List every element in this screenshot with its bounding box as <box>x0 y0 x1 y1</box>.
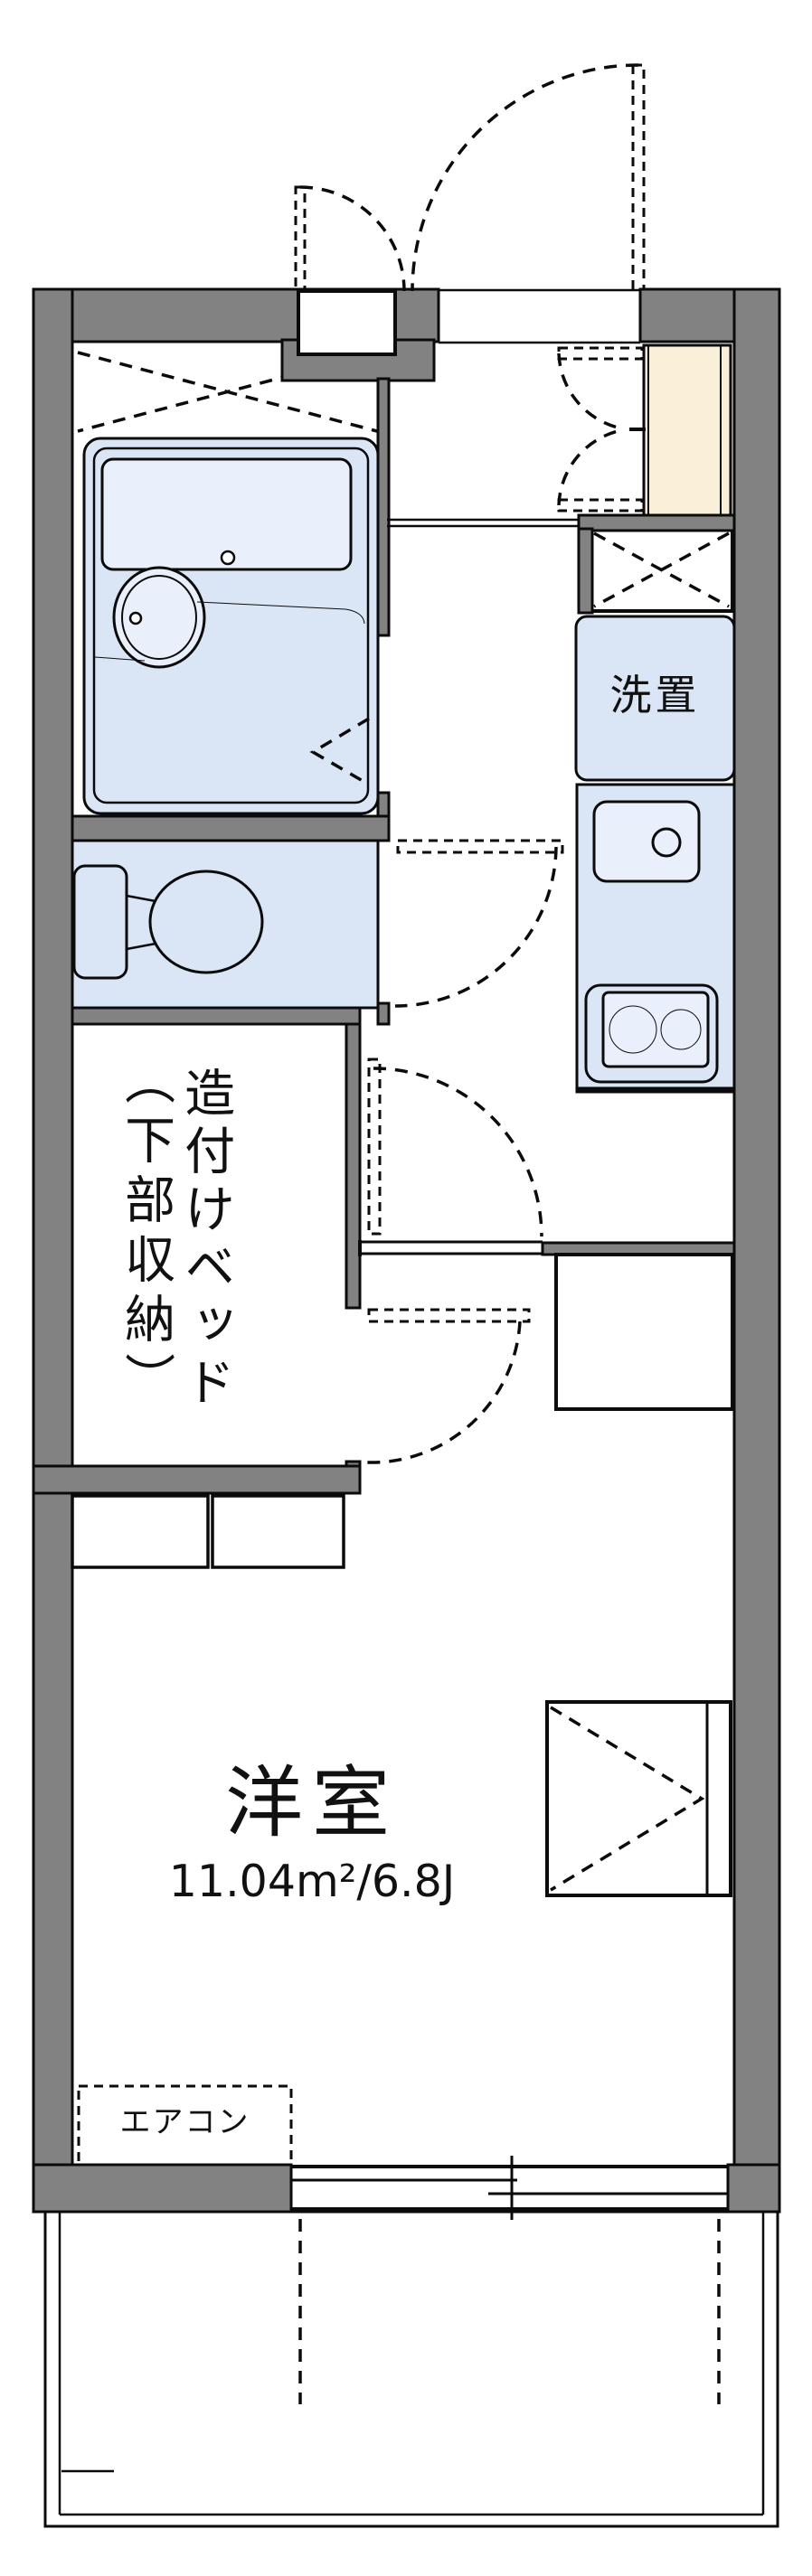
aircon-label: エアコン <box>119 2104 250 2140</box>
window-and-balcony <box>43 2156 779 2528</box>
entry-door-arc <box>411 63 639 292</box>
stove-burner <box>609 1005 657 1054</box>
wall-bed-east <box>345 1022 362 1310</box>
wall-left <box>32 287 74 2214</box>
corridor-door-arc <box>373 1067 543 1237</box>
genkan-floor <box>642 343 732 517</box>
closet-folding-door-mark <box>550 1706 705 1892</box>
vanity-counter-line <box>94 656 146 662</box>
meter-box-door-arc <box>299 185 406 292</box>
toilet-bowl <box>148 870 264 974</box>
wall-toilet-bed <box>71 1006 362 1026</box>
meter-box-niche <box>297 289 397 356</box>
wall-bottom-left <box>32 2163 293 2214</box>
toilet-room <box>71 839 380 1010</box>
wall-hatch-side <box>577 527 594 615</box>
entry <box>557 343 732 517</box>
toilet-tank <box>72 864 128 980</box>
bathtub-symbol <box>100 457 353 571</box>
unit-bath-liner <box>92 447 370 804</box>
main-room-storage <box>71 1253 734 2167</box>
shoe-cabinet-door-leaf <box>557 498 644 512</box>
washbasin-inner <box>121 575 197 660</box>
washer-space-label: 洗置 <box>609 671 701 719</box>
meter-box-door-leaf <box>294 185 307 291</box>
wall-bed-south <box>32 1464 362 1495</box>
wall-bath-toilet <box>71 814 391 842</box>
balcony-outline <box>43 2210 779 2528</box>
kitchen-column <box>574 527 739 1094</box>
openings <box>358 288 640 1256</box>
entry-door-leaf <box>631 63 646 291</box>
counter-box <box>71 1494 210 1569</box>
stove-top <box>601 991 710 1068</box>
washbasin-symbol <box>112 566 206 669</box>
wall-bath-east <box>376 377 391 637</box>
washroom-door-arc <box>394 846 558 1008</box>
refrigerator-space-box <box>554 1253 734 1411</box>
shoe-cabinet-door-arc <box>557 353 618 429</box>
bath-folding-door <box>309 717 370 786</box>
washbasin-drain <box>128 611 143 625</box>
corridor-door-leaf <box>367 1058 382 1236</box>
bathtub-drain <box>220 550 236 566</box>
stove-burner <box>660 1009 702 1050</box>
shoe-cabinet-door-leaf <box>557 346 644 361</box>
under-bed-storage-label: （下部収納） <box>116 1054 175 1412</box>
wall-bottom-right <box>726 2163 781 2214</box>
washroom-door-leaf <box>396 839 564 854</box>
bedroom-door-leaf <box>367 1308 531 1323</box>
bedroom-door-arc <box>366 1321 522 1464</box>
wall-toilet-jamb <box>376 1001 391 1026</box>
faucet-symbol <box>651 827 682 858</box>
aircon-box <box>77 2084 293 2167</box>
wall-under-genkan <box>577 513 736 532</box>
shoe-cabinet-door-arc <box>557 429 618 506</box>
vanity-counter-line <box>196 601 365 625</box>
counter-box <box>211 1494 345 1569</box>
room-area-label: 11.04m²/6.8J <box>168 1856 456 1907</box>
doors <box>294 63 646 1464</box>
storage-hatch-cross <box>593 531 730 608</box>
kitchen-sink <box>592 800 701 883</box>
toilet-seat-line <box>126 942 156 951</box>
built-in-bed-label: 造付けベッド <box>175 1067 235 1414</box>
toilet-seat-line <box>126 894 156 903</box>
bathroom <box>77 351 380 815</box>
wall-right <box>732 287 781 2214</box>
room-name-label: 洋室 <box>225 1758 399 1848</box>
